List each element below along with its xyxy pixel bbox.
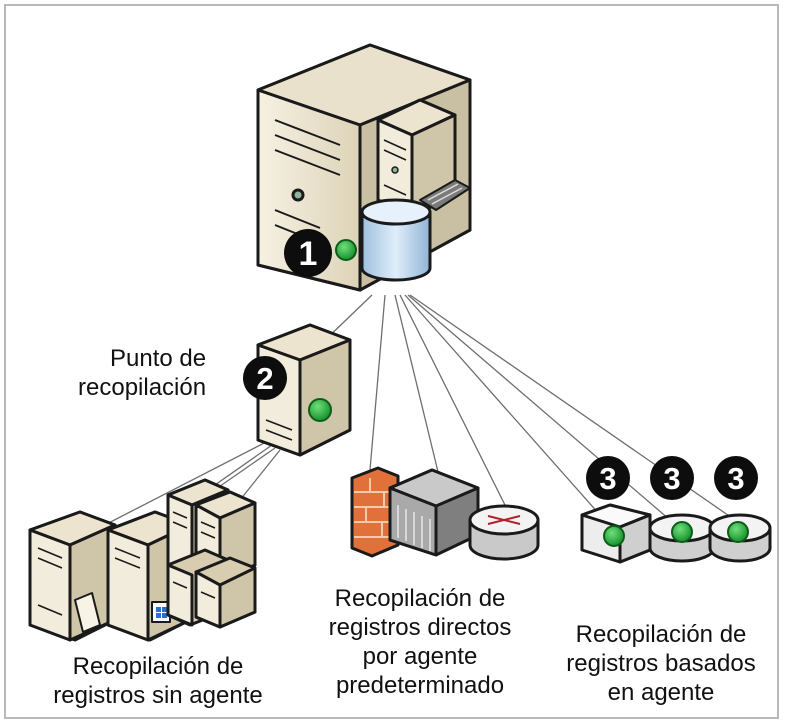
label-agentless-line-2: registros sin agente — [53, 682, 263, 709]
badge-2-text: 2 — [256, 361, 273, 396]
database-icon — [360, 198, 432, 282]
status-light-main — [335, 239, 357, 261]
agent-based-devices — [580, 503, 772, 564]
badge-1: 1 — [284, 229, 332, 277]
badge-3c: 3 — [714, 456, 758, 500]
badge-3c-text: 3 — [727, 461, 744, 496]
direct-collection-devices — [350, 466, 540, 561]
collection-point-server — [256, 323, 352, 457]
server-small-icon — [376, 98, 457, 217]
label-agentless: Recopilación de registros sin agente — [38, 652, 278, 710]
agentless-servers — [28, 478, 257, 642]
agent-device-icon — [580, 503, 652, 564]
label-direct-line-3: por agente — [362, 643, 478, 670]
label-collection-point-line-2: recopilación — [78, 374, 207, 401]
agent-device-icon — [648, 513, 716, 563]
label-agent-based-line-2: registros basados — [566, 650, 756, 677]
label-direct-default-agent: Recopilación de registros directos por a… — [300, 584, 540, 700]
label-agent-based-line-3: en agente — [607, 679, 715, 706]
document-icon — [74, 592, 101, 633]
firewall-icon — [350, 466, 400, 558]
label-agentless-line-1: Recopilación de — [72, 653, 244, 680]
label-direct-line-2: registros directos — [328, 614, 512, 641]
label-agent-based: Recopilación de registros basados en age… — [548, 620, 774, 707]
label-collection-point-line-1: Punto de — [109, 345, 207, 372]
label-direct-line-1: Recopilación de — [334, 585, 506, 612]
badge-2: 2 — [243, 356, 287, 400]
main-server — [256, 43, 472, 292]
windows-logo-icon — [151, 601, 171, 623]
status-light-collector — [308, 398, 332, 422]
label-collection-point: Punto de recopilación — [78, 344, 206, 402]
label-direct-line-4: predeterminado — [335, 672, 505, 699]
agent-device-icon — [708, 513, 772, 563]
server-rack-icon — [166, 478, 257, 629]
badge-3b-text: 3 — [663, 461, 680, 496]
badge-3b: 3 — [650, 456, 694, 500]
server-tower-icon — [256, 323, 352, 457]
keyboard-icon — [419, 179, 471, 211]
badge-3a: 3 — [586, 456, 630, 500]
router-icon — [468, 504, 540, 561]
badge-3a-text: 3 — [599, 461, 616, 496]
server-tower-icon — [28, 510, 117, 642]
badge-1-text: 1 — [299, 235, 318, 273]
network-appliance-icon — [388, 468, 480, 557]
label-agent-based-line-1: Recopilación de — [575, 621, 747, 648]
